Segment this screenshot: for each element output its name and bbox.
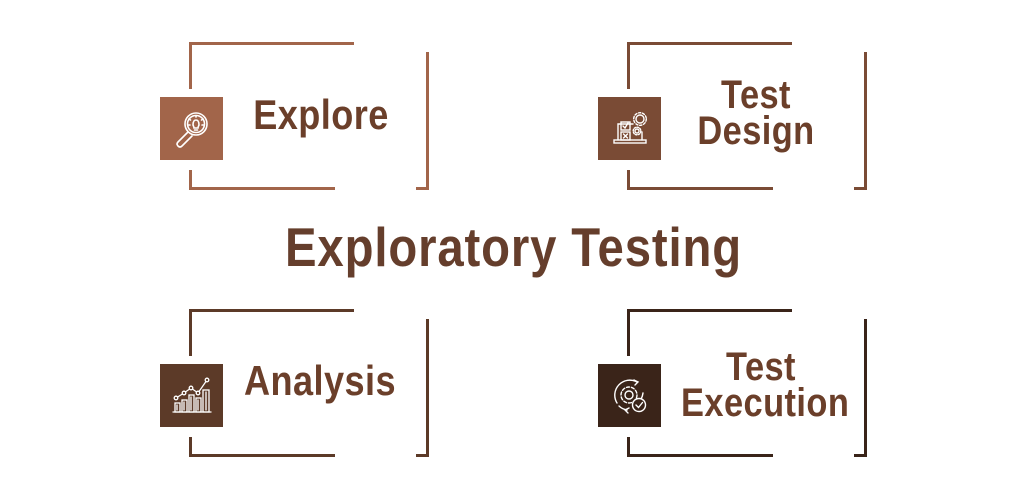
frame-right-bar	[426, 52, 429, 190]
frame-bottom-bar	[627, 187, 773, 190]
frame-top-bar	[627, 309, 792, 312]
label-test-execution: Test Execution	[681, 345, 850, 425]
bar-chart-trend-icon	[160, 364, 223, 427]
frame-left-upper	[627, 42, 630, 89]
frame-left-lower	[627, 437, 630, 457]
frame-left-lower	[189, 170, 192, 190]
frame-right-bar	[426, 319, 429, 457]
frame-top-bar	[189, 309, 354, 312]
frame-top-bar	[189, 42, 354, 45]
gear-cycle-check-icon	[598, 364, 661, 427]
frame-right-bar	[864, 319, 867, 457]
frame-bottom-bar	[627, 454, 773, 457]
label-explore: Explore	[253, 91, 389, 138]
frame-bottom-bar	[189, 187, 335, 190]
frame-left-upper	[627, 309, 630, 356]
label-analysis: Analysis	[243, 357, 397, 404]
frame-right-bar	[864, 52, 867, 190]
frame-bottom-bar	[189, 454, 335, 457]
frame-bottom-stub	[416, 454, 429, 457]
frame-top-bar	[627, 42, 792, 45]
frame-bottom-stub	[854, 454, 867, 457]
diagram-title: Exploratory Testing	[284, 216, 743, 278]
label-test-design: Test Design	[697, 73, 815, 153]
frame-left-upper	[189, 309, 192, 356]
frame-left-lower	[189, 437, 192, 457]
frame-left-lower	[627, 170, 630, 190]
frame-bottom-stub	[416, 187, 429, 190]
frame-left-upper	[189, 42, 192, 89]
checklist-gears-laptop-icon	[598, 97, 661, 160]
magnifier-lightbulb-icon	[160, 97, 223, 160]
frame-bottom-stub	[854, 187, 867, 190]
